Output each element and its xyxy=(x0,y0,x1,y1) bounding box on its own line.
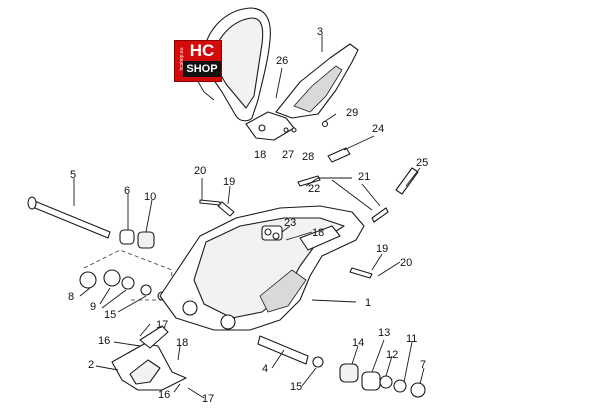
callout-13: 13 xyxy=(378,327,390,339)
callout-22: 22 xyxy=(308,183,320,195)
callout-19: 19 xyxy=(223,176,235,188)
callout-24: 24 xyxy=(372,123,384,135)
callout-21: 21 xyxy=(358,171,370,183)
callout-labels: 1 2 3 4 5 6 7 8 9 10 11 12 13 14 15 15 1… xyxy=(68,26,428,405)
callout-23: 23 xyxy=(284,217,296,229)
callout-9: 9 xyxy=(90,301,96,313)
callout-27: 27 xyxy=(282,149,294,161)
callout-29: 29 xyxy=(346,107,358,119)
callout-10: 10 xyxy=(144,191,156,203)
leader-lines xyxy=(73,35,425,399)
callout-20: 20 xyxy=(194,165,206,177)
callout-26: 26 xyxy=(276,55,288,67)
callout-1: 1 xyxy=(365,297,371,309)
callout-15: 15 xyxy=(104,309,116,321)
swingarm-pivot-bolt xyxy=(27,196,111,239)
logo-shop-text: SHOP xyxy=(183,61,221,77)
callout-18b: 18 xyxy=(312,227,324,239)
right-pivot-group xyxy=(257,335,426,398)
callout-20b: 20 xyxy=(400,257,412,269)
callout-16b: 16 xyxy=(158,389,170,401)
callout-25: 25 xyxy=(416,157,428,169)
chain-slider xyxy=(111,325,187,391)
callout-17: 17 xyxy=(156,319,168,331)
callout-4: 4 xyxy=(262,363,268,375)
callout-28: 28 xyxy=(302,151,314,163)
small-fasteners xyxy=(199,175,389,279)
swingarm xyxy=(159,205,365,331)
logo-hc-text: HC xyxy=(189,41,215,60)
callout-17b: 17 xyxy=(202,393,214,405)
bushings-left xyxy=(119,229,155,249)
callout-2: 2 xyxy=(88,359,94,371)
mudguard-bracket xyxy=(245,111,329,141)
callout-5: 5 xyxy=(70,169,76,181)
callout-6: 6 xyxy=(124,185,130,197)
callout-14: 14 xyxy=(352,337,364,349)
callout-11: 11 xyxy=(406,333,417,345)
callout-16: 16 xyxy=(98,335,110,347)
callout-3: 3 xyxy=(317,26,323,38)
callout-12: 12 xyxy=(386,349,398,361)
spindles-upper xyxy=(327,147,419,195)
callout-18: 18 xyxy=(254,149,266,161)
callout-15b: 15 xyxy=(290,381,302,393)
rear-mudguard xyxy=(195,7,271,122)
callout-19b: 19 xyxy=(376,243,388,255)
callout-7: 7 xyxy=(420,359,426,371)
hc-shop-logo: hcshop.eu HC SHOP xyxy=(174,40,222,82)
callout-8: 8 xyxy=(68,291,74,303)
callout-18c: 18 xyxy=(176,337,188,349)
chain-guard xyxy=(275,43,359,119)
left-bearing-group xyxy=(79,249,173,301)
